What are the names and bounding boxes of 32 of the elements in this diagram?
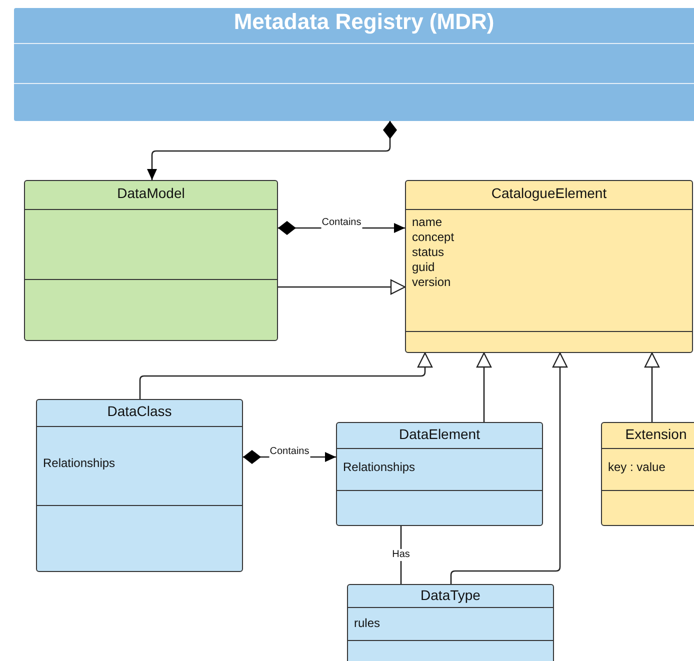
class-name: DataElement xyxy=(398,426,481,442)
class-box xyxy=(36,399,243,572)
edge-label: Contains xyxy=(268,446,310,458)
class-name: DataModel xyxy=(116,185,186,201)
class-name: CatalogueElement xyxy=(490,185,608,201)
attribute-text: Relationships xyxy=(43,456,116,471)
attribute-text: concept xyxy=(412,230,454,245)
edge-label: Contains xyxy=(320,217,362,230)
attribute-text: Relationships xyxy=(343,460,416,475)
class-box xyxy=(405,180,693,353)
class-box xyxy=(336,422,543,526)
generalization-arrow xyxy=(644,352,660,422)
class-name: DataClass xyxy=(106,403,173,419)
attribute-text: status xyxy=(412,245,444,260)
attribute-text: rules xyxy=(354,616,380,631)
generalization-arrow xyxy=(139,352,433,399)
composition-arrow xyxy=(147,121,397,180)
attribute-text: key : value xyxy=(608,460,666,475)
attribute-text: guid xyxy=(412,260,435,275)
generalization-arrow xyxy=(278,279,406,295)
class-box xyxy=(601,422,694,526)
attribute-text: name xyxy=(412,215,442,230)
class-name: Extension xyxy=(624,426,688,442)
generalization-arrow xyxy=(476,352,492,422)
association-line xyxy=(400,526,402,584)
attribute-text: version xyxy=(412,275,451,290)
class-box xyxy=(347,584,554,661)
edge-label: Has xyxy=(391,549,411,561)
class-box xyxy=(24,180,278,341)
package-box xyxy=(14,8,694,121)
package-title: Metadata Registry (MDR) xyxy=(232,9,496,35)
class-name: DataType xyxy=(420,587,482,603)
